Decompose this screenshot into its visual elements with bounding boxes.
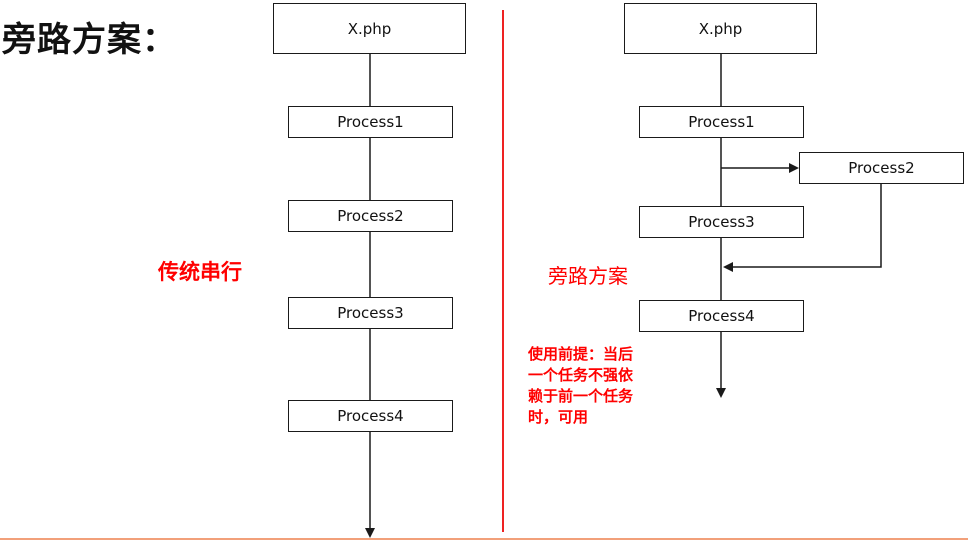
left-process2-box: Process2 — [288, 200, 453, 232]
bottom-border-line — [0, 538, 968, 540]
serial-label: 传统串行 — [158, 259, 242, 284]
right-process4-box: Process4 — [639, 300, 804, 332]
left-xphp-box: X.php — [273, 3, 466, 54]
left-process3-box: Process3 — [288, 297, 453, 329]
return-arrow-from-process2 — [723, 183, 882, 272]
left-process1-box: Process1 — [288, 106, 453, 138]
bypass-label: 旁路方案 — [548, 264, 628, 288]
right-process1-box: Process1 — [639, 106, 804, 138]
note-line: 时，可用 — [528, 408, 589, 426]
note-line: 赖于前一个任务 — [528, 387, 634, 405]
right-process2-box: Process2 — [799, 152, 964, 184]
right-process3-box: Process3 — [639, 206, 804, 238]
left-process4-box: Process4 — [288, 400, 453, 432]
note-line: 使用前提：当后 — [528, 345, 634, 363]
page-title: 旁路方案： — [2, 20, 177, 60]
right-xphp-box: X.php — [624, 3, 817, 54]
note-line: 一个任务不强依 — [528, 366, 634, 384]
usage-note: 使用前提：当后 一个任务不强依 赖于前一个任务 时，可用 — [528, 344, 678, 428]
